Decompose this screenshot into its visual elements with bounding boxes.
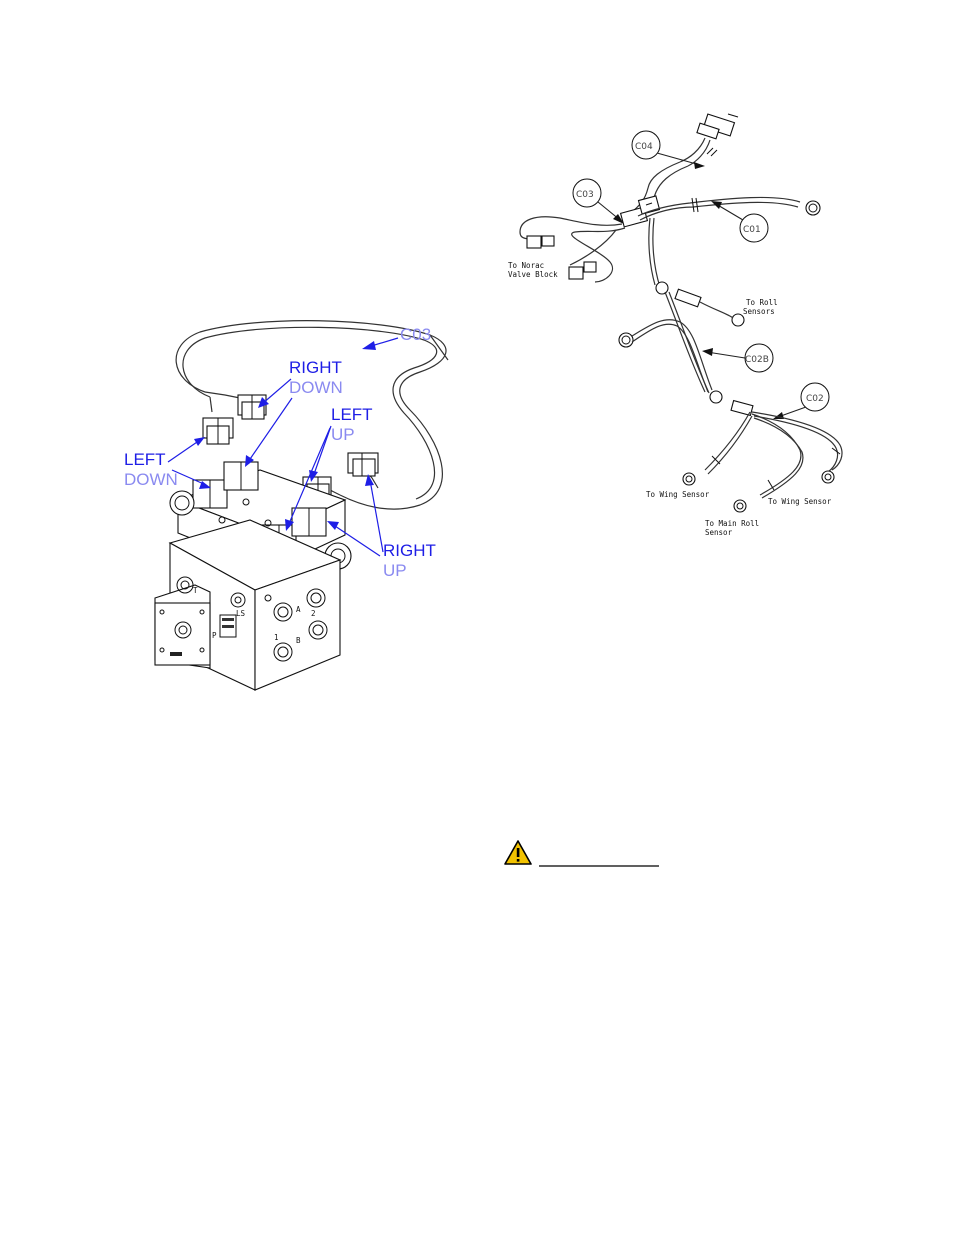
connector-c01-end: [806, 201, 820, 215]
port-label-a: A: [296, 605, 301, 614]
note-wing-sensor-left: To Wing Sensor: [646, 490, 710, 499]
callout-c01: C01: [743, 225, 761, 235]
connector-main-roll: [734, 500, 746, 512]
port-label-1: 1: [274, 633, 279, 642]
callout-c02: C02: [806, 394, 824, 404]
connector-c04: [697, 114, 738, 139]
label-left-down-1: LEFT: [124, 450, 166, 469]
warning-triangle-icon: [505, 841, 531, 864]
label-right-up-1: RIGHT: [383, 541, 436, 560]
port-label-b: B: [296, 636, 301, 645]
harness-figure: C04 C03 To Norac Valve Block: [508, 114, 842, 537]
connector-wing-sensor-right: [822, 471, 834, 483]
label-left-down-2: DOWN: [124, 470, 178, 489]
c03-label: C03: [400, 325, 431, 344]
port-label-ls: LS: [236, 609, 246, 618]
label-right-up-2: UP: [383, 561, 407, 580]
connector-c02b-end: [619, 333, 633, 347]
connector-right-up: [348, 453, 378, 476]
note-roll-sensors-2: Sensors: [743, 307, 775, 316]
callout-c03: C03: [576, 190, 594, 200]
label-right-down-2: DOWN: [289, 378, 343, 397]
port-label-t: T: [193, 586, 198, 595]
label-left-up-2: UP: [331, 425, 355, 444]
note-valve-block-2: Valve Block: [508, 270, 558, 279]
note-valve-block-1: To Norac: [508, 261, 544, 270]
connector-c02-junction: [710, 391, 753, 415]
port-label-2: 2: [311, 609, 316, 618]
note-roll-sensors-1: To Roll: [746, 298, 778, 307]
label-right-down-1: RIGHT: [289, 358, 342, 377]
callout-c04: C04: [635, 142, 653, 152]
connector-left-down: [203, 418, 233, 444]
note-wing-sensor-right: To Wing Sensor: [768, 497, 832, 506]
connector-wing-sensor-left: [683, 473, 695, 485]
callout-c02b: C02B: [745, 355, 769, 365]
valve-block-figure: C03: [124, 321, 448, 690]
port-label-p: P: [212, 631, 217, 640]
note-main-roll-1: To Main Roll: [705, 519, 759, 528]
note-main-roll-2: Sensor: [705, 528, 733, 537]
label-left-up-1: LEFT: [331, 405, 373, 424]
